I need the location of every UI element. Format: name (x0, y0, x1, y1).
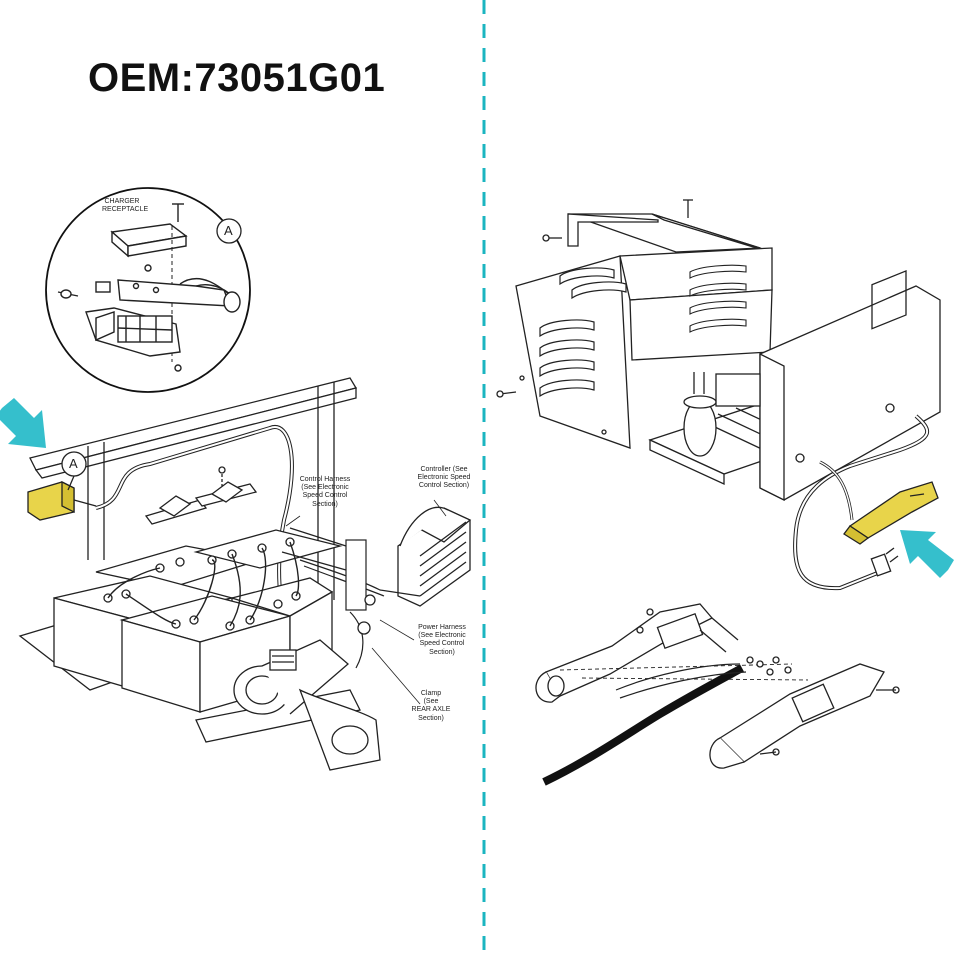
charger-receptacle-label: CHARGER RECEPTACLE (102, 198, 149, 214)
control-harness-label: Control Harness (See Electronic Speed Co… (299, 476, 351, 508)
charger-cabinet (496, 199, 941, 502)
charger-plug-highlight (843, 481, 939, 545)
motor-axle (195, 639, 381, 771)
battery-cables (107, 541, 300, 627)
clamp-label: Clamp (See REAR AXLE Section) (411, 690, 451, 722)
power-harness-label: Power Harness (See Electronic Speed Cont… (418, 624, 466, 656)
ac-plug (870, 547, 899, 577)
callout-a-inset (216, 218, 242, 244)
power-harness (281, 527, 421, 669)
callout-a-main-label: A (69, 456, 78, 471)
callout-a-main (61, 451, 87, 491)
page-title: OEM:73051G01 (88, 56, 386, 100)
battery-hold-downs (144, 466, 258, 525)
pointer-arrow-icon (900, 530, 954, 578)
pointer-arrow-icon (0, 398, 46, 448)
power-cable (542, 664, 744, 786)
charger-receptacle-highlight (27, 480, 97, 521)
inset-circle-detail (45, 187, 251, 393)
callout-a-inset-label: A (224, 223, 233, 238)
controller-label: Controller (See Electronic Speed Control… (417, 466, 471, 490)
plug-exploded-view (535, 603, 900, 769)
controller-unit (397, 506, 472, 607)
clamp (357, 594, 376, 635)
leader-lines (285, 499, 447, 705)
